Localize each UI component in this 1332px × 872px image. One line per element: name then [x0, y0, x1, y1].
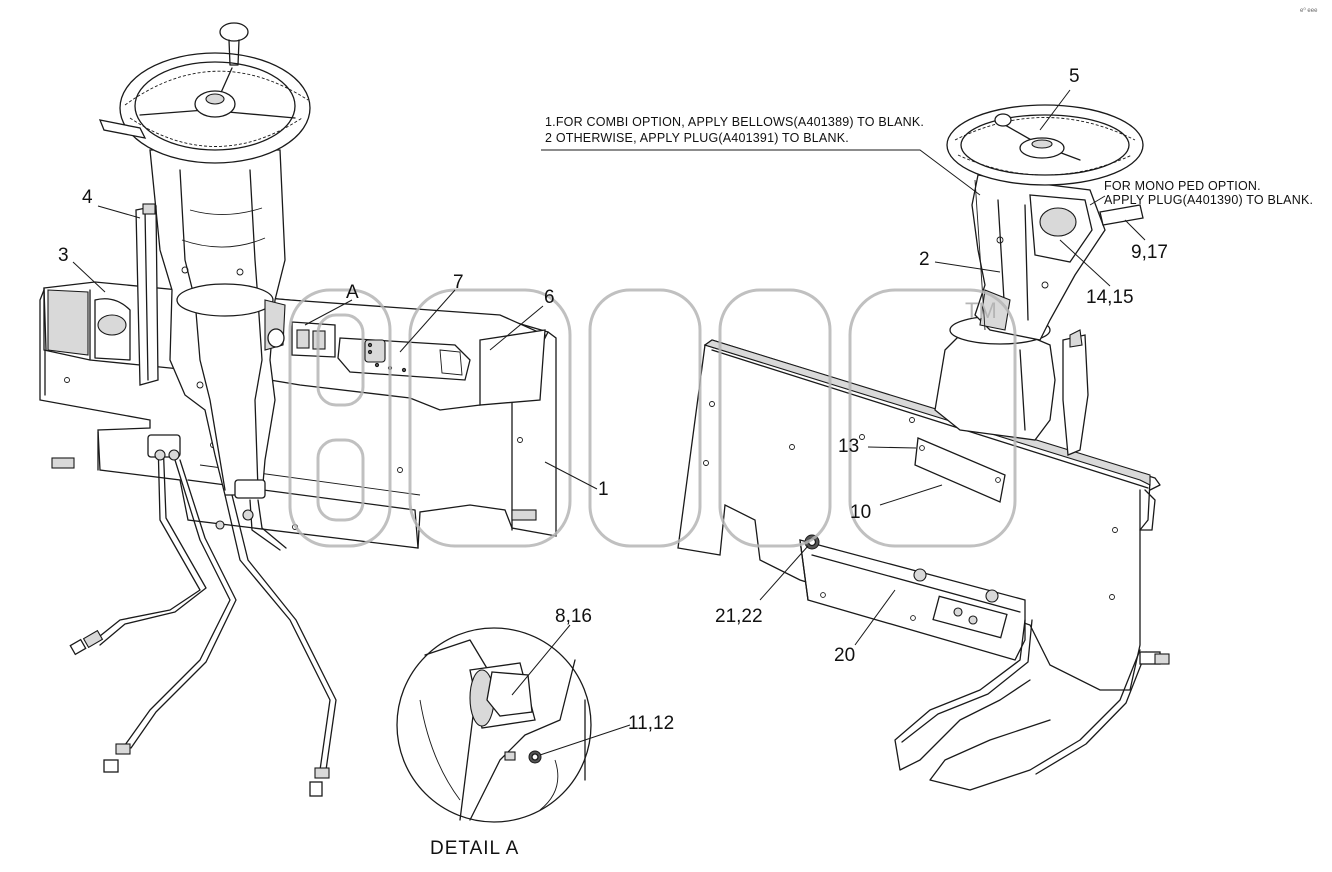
callout-8-16: 8,16 — [555, 606, 592, 627]
left-steering-column — [149, 149, 286, 496]
leader-lines — [72, 89, 1146, 756]
watermark: TM — [288, 288, 1017, 548]
right-steering-column — [971, 174, 1144, 341]
right-steering-wheel — [946, 104, 1144, 186]
callout-7: 7 — [453, 272, 464, 293]
note-combi-line1: 1.FOR COMBI OPTION, APPLY BELLOWS(A40138… — [545, 115, 924, 129]
note-mono-line2: APPLY PLUG(A401390) TO BLANK. — [1104, 193, 1313, 207]
left-assembly — [39, 22, 557, 797]
callout-21-22: 21,22 — [715, 606, 763, 627]
callout-20: 20 — [834, 645, 855, 666]
left-brake-lever — [135, 203, 159, 386]
corner-mark: e⁰ eee — [1300, 7, 1318, 14]
right-column-shroud — [934, 315, 1089, 456]
callout-14-15: 14,15 — [1086, 287, 1134, 308]
right-access-plate — [914, 437, 1006, 503]
right-wiring-harness — [894, 619, 1170, 791]
right-plate-bolt — [919, 445, 925, 451]
watermark-tm: TM — [965, 298, 997, 323]
callout-6: 6 — [544, 287, 555, 308]
callout-10: 10 — [850, 502, 871, 523]
callouts: 4 3 A 7 6 1 5 9,17 2 14,15 13 10 21,22 2… — [58, 66, 1168, 734]
note-combi-line2: 2 OTHERWISE, APPLY PLUG(A401391) TO BLAN… — [545, 131, 849, 145]
callout-1: 1 — [598, 479, 609, 500]
callout-2: 2 — [919, 249, 930, 270]
right-assembly — [677, 104, 1170, 791]
callout-4: 4 — [82, 187, 93, 208]
note-mono-line1: FOR MONO PED OPTION. — [1104, 179, 1261, 193]
callout-a: A — [346, 282, 359, 303]
callout-3: 3 — [58, 245, 69, 266]
left-wiring-harness — [69, 434, 337, 797]
detail-a-label: DETAIL A — [430, 838, 519, 859]
callout-5: 5 — [1069, 66, 1080, 87]
detail-a-view — [396, 627, 592, 823]
callout-9-17: 9,17 — [1131, 242, 1168, 263]
callout-11-12: 11,12 — [628, 713, 674, 734]
callout-13: 13 — [838, 436, 859, 457]
left-steering-wheel — [98, 22, 311, 164]
notes: 1.FOR COMBI OPTION, APPLY BELLOWS(A40138… — [545, 115, 1313, 207]
